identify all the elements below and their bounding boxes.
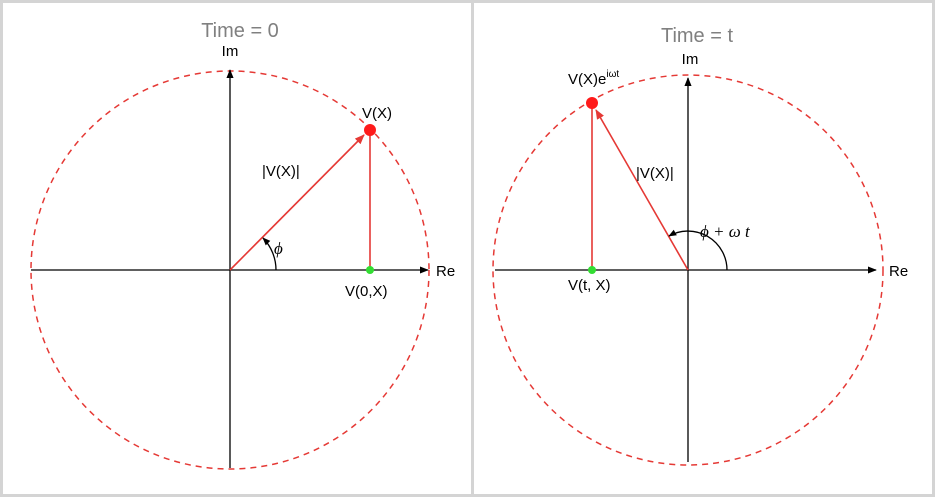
panel-divider <box>471 0 474 497</box>
left-projection-label: V(0,X) <box>345 283 388 300</box>
right-magnitude-label: |V(X)| <box>636 165 674 182</box>
left-magnitude-label: |V(X)| <box>262 163 300 180</box>
left-projection-point <box>366 266 374 274</box>
left-phasor-vector <box>229 134 365 271</box>
right-tip-label-base: V(X)e <box>568 71 606 88</box>
right-tip-label: V(X)eiωt <box>568 69 619 88</box>
right-panel: Time = t Im Re V(X)eiωt |V(X)| ϕ + ω t V… <box>492 25 908 466</box>
left-angle-arc <box>262 237 277 271</box>
left-panel: Time = 0 Im Re V(X) |V(X)| ϕ V(0,X) <box>30 20 455 470</box>
right-angle-label: ϕ + ω t <box>700 222 751 241</box>
right-tip-label-sup: iωt <box>606 69 619 80</box>
right-angle-arc <box>668 229 728 271</box>
right-tip-point <box>586 97 598 109</box>
left-tip-label: V(X) <box>362 105 392 122</box>
right-projection-label: V(t, X) <box>568 277 611 294</box>
left-tip-point <box>364 124 376 136</box>
left-re-label: Re <box>436 263 455 280</box>
left-angle-label: ϕ <box>274 239 283 258</box>
right-phasor-vector <box>595 109 689 271</box>
left-im-label: Im <box>222 43 239 60</box>
right-im-label: Im <box>682 51 699 68</box>
right-panel-title: Time = t <box>661 25 733 47</box>
right-projection-point <box>588 266 596 274</box>
right-phasor-circle <box>492 74 884 466</box>
right-re-label: Re <box>889 263 908 280</box>
left-panel-title: Time = 0 <box>201 20 279 42</box>
